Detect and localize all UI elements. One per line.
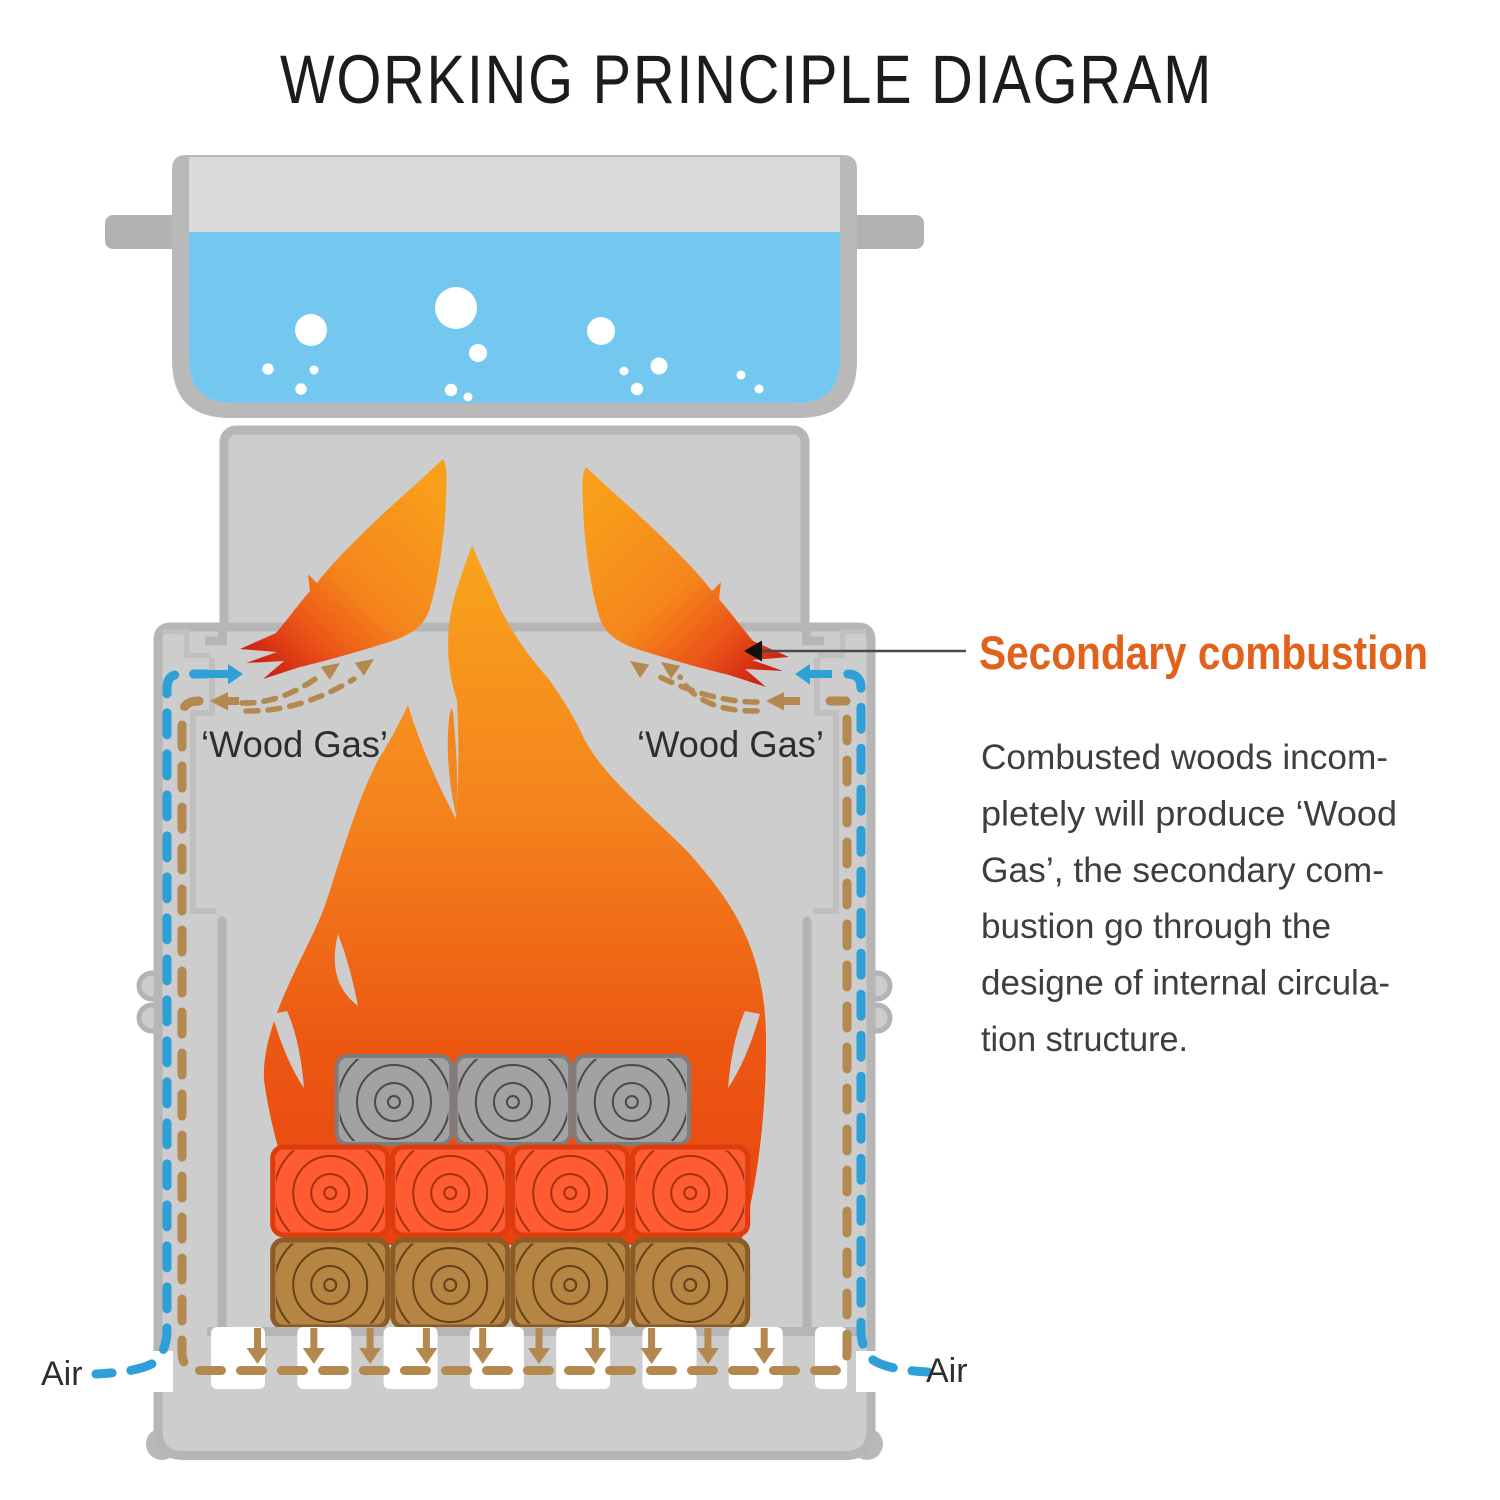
svg-text:‘Wood Gas’: ‘Wood Gas’ bbox=[637, 724, 824, 765]
svg-text:pletely will produce ‘Wood: pletely will produce ‘Wood bbox=[981, 794, 1397, 833]
svg-text:Air: Air bbox=[41, 1355, 83, 1393]
svg-text:Gas’, the secondary com-: Gas’, the secondary com- bbox=[981, 851, 1384, 890]
svg-text:Combusted woods incom-: Combusted woods incom- bbox=[981, 738, 1388, 777]
svg-text:bustion go through the: bustion go through the bbox=[981, 907, 1331, 946]
svg-text:Air: Air bbox=[926, 1352, 968, 1390]
svg-text:‘Wood Gas’: ‘Wood Gas’ bbox=[201, 724, 388, 765]
svg-text:tion structure.: tion structure. bbox=[981, 1020, 1188, 1059]
svg-text:designe of internal circula-: designe of internal circula- bbox=[981, 964, 1390, 1003]
svg-text:WORKING PRINCIPLE DIAGRAM: WORKING PRINCIPLE DIAGRAM bbox=[280, 41, 1213, 118]
svg-text:Secondary combustion: Secondary combustion bbox=[979, 626, 1428, 679]
